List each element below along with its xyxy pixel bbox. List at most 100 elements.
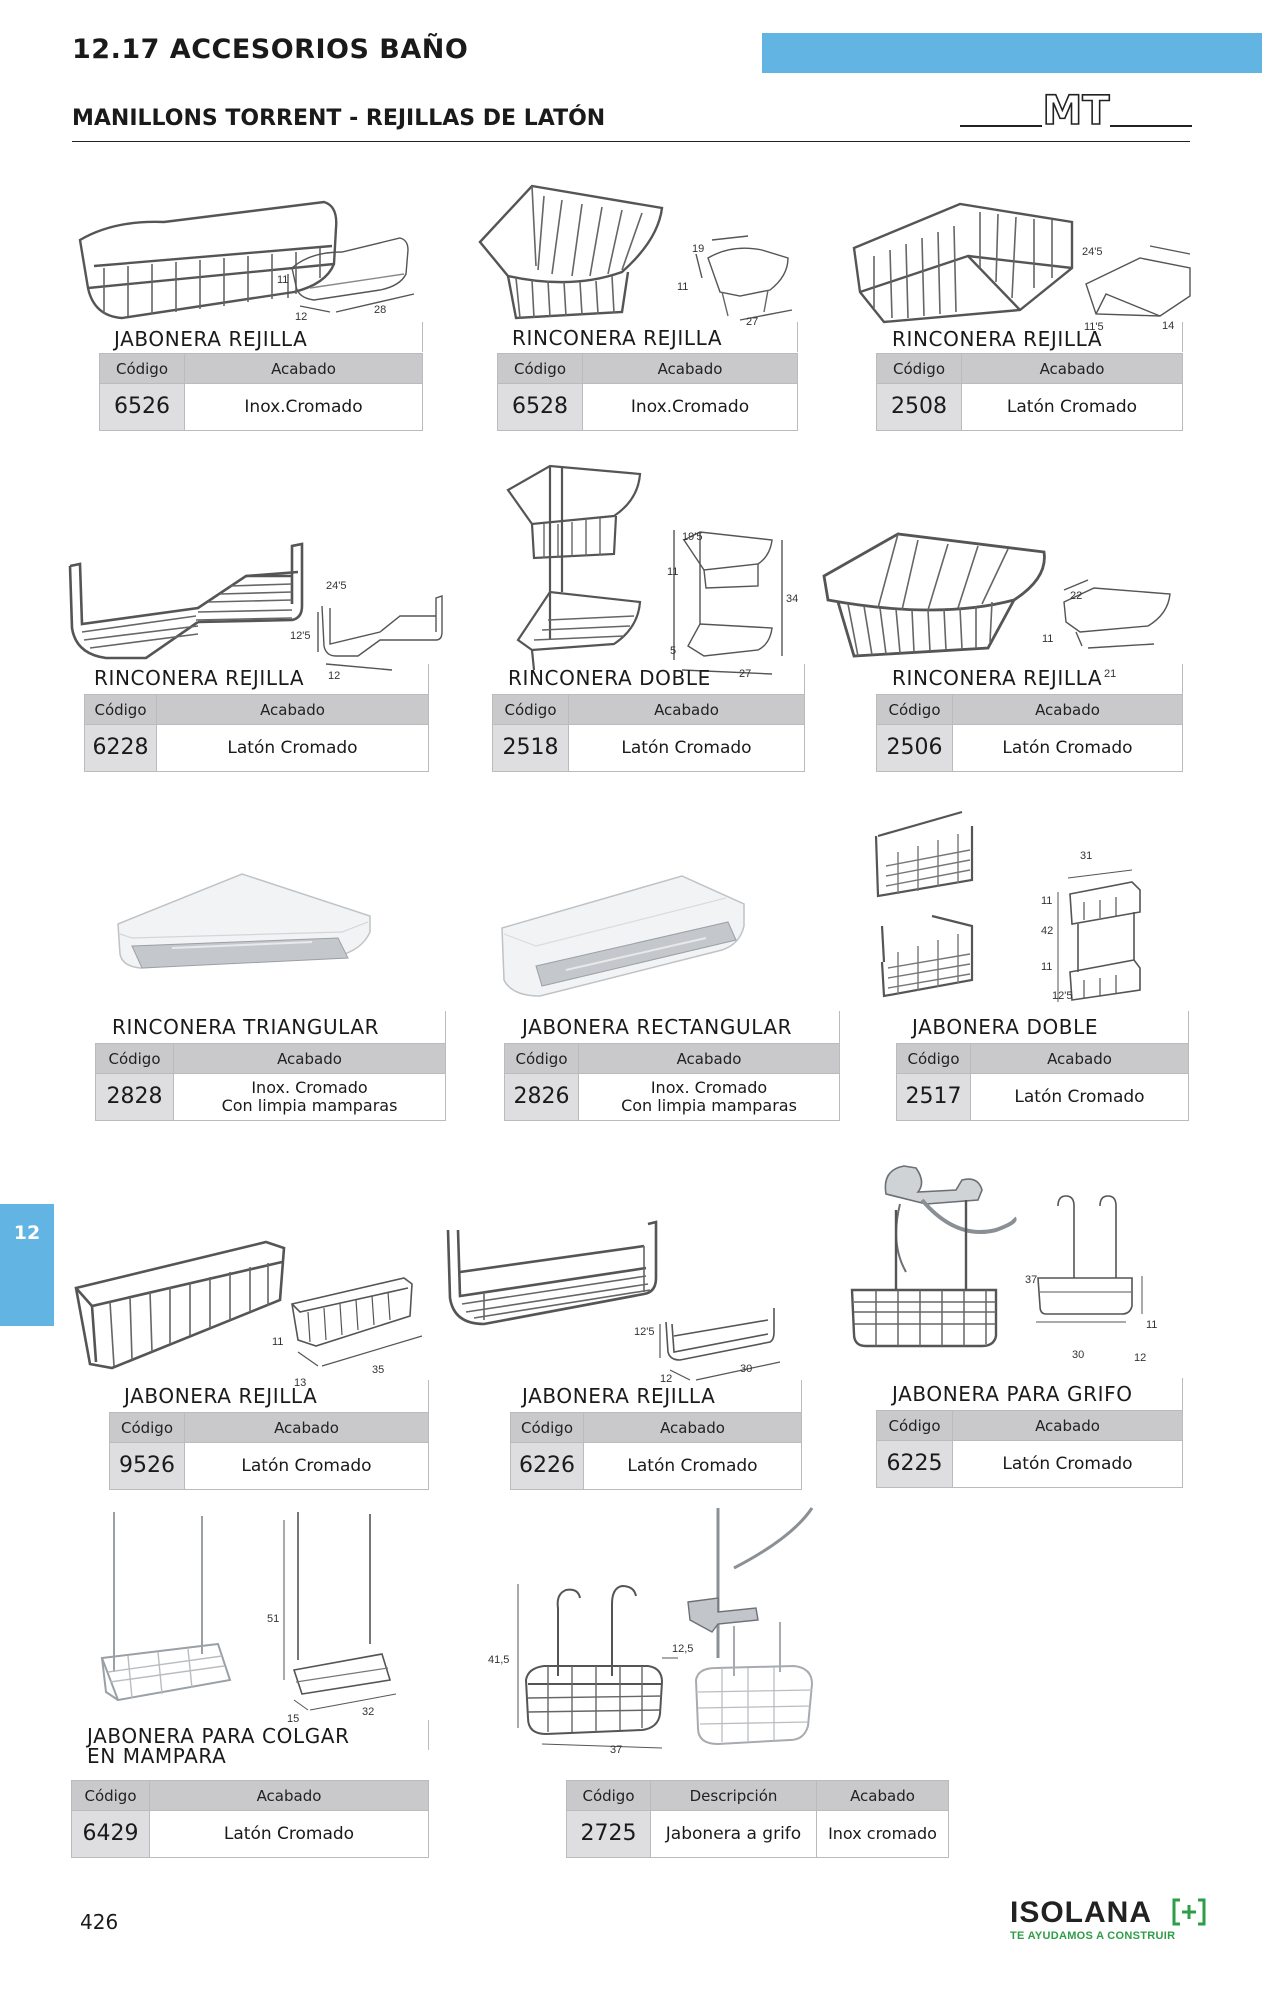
product-name: RINCONERA REJILLA bbox=[512, 326, 723, 350]
page-subtitle: MANILLONS TORRENT - REJILLAS DE LATÓN bbox=[72, 106, 605, 131]
dimension-label: 37 bbox=[610, 1744, 623, 1756]
product-finish: Inox.Cromado bbox=[184, 383, 423, 431]
frame-line bbox=[445, 1011, 446, 1043]
finish-line-2: Con limpia mamparas bbox=[621, 1096, 797, 1115]
product-name: JABONERA DOBLE bbox=[912, 1015, 1099, 1039]
frame-line bbox=[1182, 1378, 1183, 1410]
product-finish: Latón Cromado bbox=[184, 1442, 429, 1490]
name-line-1: JABONERA PARA COLGAR bbox=[87, 1724, 350, 1748]
dimension-label: 11 bbox=[277, 274, 289, 286]
dimension-label: 27 bbox=[746, 316, 759, 328]
product-finish: Latón Cromado bbox=[568, 724, 805, 772]
dimension-label: 14 bbox=[1162, 320, 1175, 332]
dimension-label: 11 bbox=[1042, 633, 1054, 645]
product-name: JABONERA REJILLA bbox=[522, 1384, 716, 1408]
product-photo bbox=[822, 532, 1171, 658]
product-photo bbox=[74, 1240, 423, 1370]
frame-line bbox=[428, 1380, 429, 1412]
dimension-label: 11 bbox=[272, 1336, 284, 1348]
finish-line-2: Con limpia mamparas bbox=[221, 1096, 398, 1115]
logo-text: MT bbox=[1042, 88, 1110, 130]
product-code: 2828 bbox=[95, 1073, 174, 1121]
finish-header: Acabado bbox=[952, 694, 1183, 725]
product-finish: Latón Cromado bbox=[952, 724, 1183, 772]
product-photo bbox=[874, 810, 1141, 1002]
name-line-2: EN MAMPARA bbox=[87, 1744, 227, 1768]
finish-header: Acabado bbox=[184, 1412, 429, 1443]
dimension-label: 12 bbox=[660, 1373, 673, 1385]
dimension-label: 11 bbox=[1146, 1319, 1158, 1331]
product-photo bbox=[850, 1165, 1143, 1348]
product-code: 2826 bbox=[504, 1073, 579, 1121]
dimension-label: 12'5 bbox=[1052, 990, 1073, 1002]
dimension-label: 15 bbox=[287, 1713, 300, 1725]
code-header: Código bbox=[876, 353, 962, 384]
dimension-label: 30 bbox=[1072, 1349, 1085, 1361]
code-header: Código bbox=[95, 1043, 174, 1074]
dimension-label: 11 bbox=[677, 281, 689, 293]
code-header: Código bbox=[566, 1780, 651, 1811]
product-photo bbox=[446, 1220, 781, 1381]
product-name: RINCONERA TRIANGULAR bbox=[112, 1015, 380, 1039]
header-rule bbox=[72, 141, 1190, 142]
dimension-label: 12 bbox=[1134, 1352, 1147, 1364]
dimension-label: 24'5 bbox=[326, 580, 347, 592]
dimension-label: 11 bbox=[1041, 895, 1053, 907]
product-finish: Latón Cromado bbox=[970, 1073, 1189, 1121]
dimension-label: 35 bbox=[372, 1364, 385, 1376]
product-code: 6528 bbox=[497, 383, 583, 431]
code-header: Código bbox=[109, 1412, 185, 1443]
dimension-label: 12,5 bbox=[672, 1643, 694, 1655]
dimension-label: 22 bbox=[1070, 590, 1083, 602]
dimension-label: 51 bbox=[267, 1613, 280, 1625]
product-photo bbox=[517, 1507, 814, 1749]
dimension-label: 37 bbox=[1025, 1274, 1038, 1286]
finish-header: Acabado bbox=[568, 694, 805, 725]
dimension-label: 12 bbox=[295, 311, 308, 323]
frame-line bbox=[804, 664, 805, 694]
frame-line bbox=[428, 1720, 429, 1750]
dimension-label: 11'5 bbox=[1084, 321, 1104, 333]
product-code: 2725 bbox=[566, 1810, 651, 1858]
product-finish: Latón Cromado bbox=[952, 1440, 1183, 1488]
product-code: 2506 bbox=[876, 724, 953, 772]
brand-tagline: TE AYUDAMOS A CONSTRUIR bbox=[1010, 1930, 1176, 1942]
header-accent-bar bbox=[762, 33, 1262, 73]
finish-header: Acabado bbox=[961, 353, 1183, 384]
chapter-tab: 12 bbox=[0, 1204, 54, 1326]
finish-header: Acabado bbox=[149, 1780, 429, 1811]
dimension-label: 12'5 bbox=[634, 1326, 655, 1338]
product-photo bbox=[68, 542, 443, 671]
product-code: 6226 bbox=[510, 1442, 584, 1490]
frame-line bbox=[1182, 664, 1183, 694]
dimension-label: 5 bbox=[670, 645, 677, 657]
finish-header: Acabado bbox=[816, 1780, 949, 1811]
product-code: 2508 bbox=[876, 383, 962, 431]
finish-header: Acabado bbox=[156, 694, 429, 725]
dimension-label: 24'5 bbox=[1082, 246, 1103, 258]
code-header: Código bbox=[876, 694, 953, 725]
product-finish: Latón Cromado bbox=[961, 383, 1183, 431]
product-name: JABONERA RECTANGULAR bbox=[522, 1015, 793, 1039]
brand-bold: MANILLONS TORRENT - bbox=[72, 106, 366, 131]
product-finish: Inox cromado bbox=[816, 1810, 949, 1858]
finish-header: Acabado bbox=[583, 1412, 802, 1443]
dimension-label: 41,5 bbox=[488, 1654, 510, 1666]
dimension-label: 21 bbox=[1104, 668, 1117, 680]
product-name: RINCONERA DOBLE bbox=[508, 666, 711, 690]
dimension-label: 28 bbox=[374, 304, 387, 316]
dimension-label: 11 bbox=[1041, 961, 1053, 973]
finish-line-1: Inox. Cromado bbox=[650, 1078, 768, 1097]
dimension-label: 27 bbox=[739, 668, 752, 680]
code-header: Código bbox=[510, 1412, 584, 1443]
